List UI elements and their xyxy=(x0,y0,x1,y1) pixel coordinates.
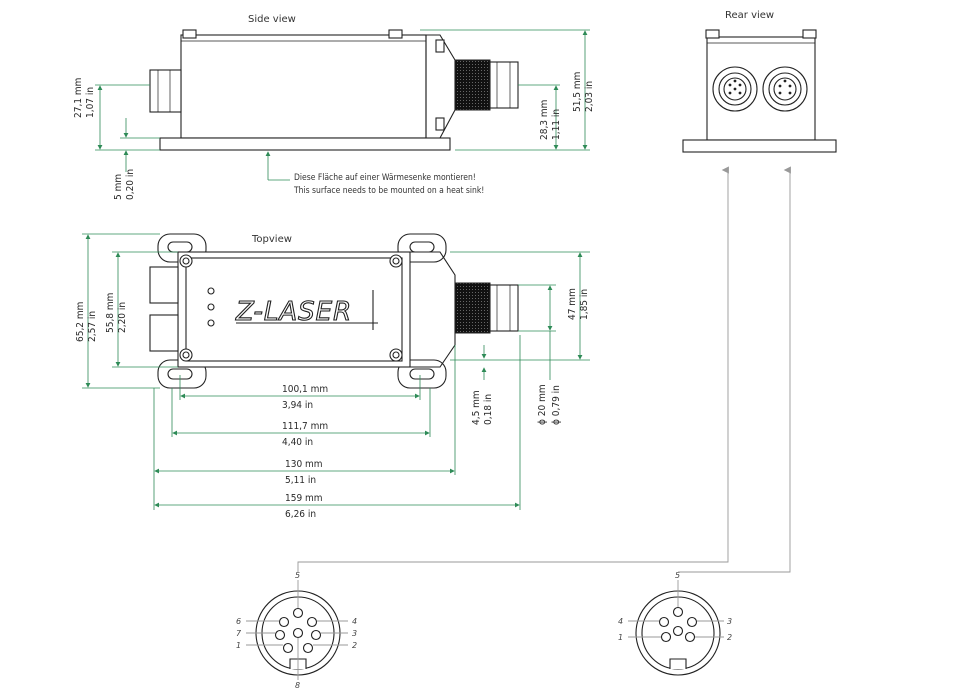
pin8-label-7: 7 xyxy=(236,629,242,638)
pin5-label-1: 1 xyxy=(618,633,623,642)
dim-0-20-in: 0,20 in xyxy=(125,169,136,200)
dim-159-mm: 159 mm xyxy=(285,493,323,504)
rear-view: Rear view xyxy=(682,10,837,153)
dim-55-8-mm: 55,8 mm xyxy=(105,293,116,333)
pin8-label-8: 8 xyxy=(295,681,300,689)
connector-leaders xyxy=(297,166,791,573)
pin8-label-6: 6 xyxy=(236,617,241,626)
side-view-label: Side view xyxy=(248,14,296,25)
led-1 xyxy=(207,287,215,295)
dim-27-1-mm: 27,1 mm xyxy=(73,78,84,118)
side-knurled-connector xyxy=(454,59,491,111)
top-left-connector-1 xyxy=(149,266,179,304)
pin8-label-4: 4 xyxy=(352,617,357,626)
dim-2-57-in: 2,57 in xyxy=(87,311,98,342)
heat-sink-note-en: This surface needs to be mounted on a he… xyxy=(293,186,484,196)
connector-8pin-detail: 6 7 1 4 3 2 5 8 xyxy=(236,571,357,689)
dim-47-mm: 47 mm xyxy=(567,288,578,320)
connector-5pin-detail: 4 1 3 2 5 xyxy=(618,571,732,676)
pin8-label-5: 5 xyxy=(295,571,300,580)
side-base-flange xyxy=(159,137,451,151)
dim-130-mm: 130 mm xyxy=(285,459,323,470)
dim-dia-20-mm: ϕ 20 mm xyxy=(537,384,548,425)
dim-28-3-mm: 28,3 mm xyxy=(539,100,550,140)
top-left-connector-2 xyxy=(149,314,179,352)
side-view: Side view 27,1 mm 1,07 in 5 mm 0,20 in xyxy=(73,14,595,200)
pin5-label-3: 3 xyxy=(727,617,732,626)
dim-2-20-in: 2,20 in xyxy=(117,302,128,333)
dim-111-7-mm: 111,7 mm xyxy=(282,421,328,432)
top-housing xyxy=(177,251,411,368)
rear-base-flange xyxy=(682,139,837,153)
dim-5-mm: 5 mm xyxy=(113,174,124,200)
pin5-label-2: 2 xyxy=(727,633,732,642)
dim-51-5-mm: 51,5 mm xyxy=(572,72,583,112)
dim-2-03-in: 2,03 in xyxy=(584,81,595,112)
rear-view-label: Rear view xyxy=(725,10,774,21)
pin8-label-1: 1 xyxy=(236,641,241,650)
dim-0-18-in: 0,18 in xyxy=(483,394,494,425)
pin8-label-3: 3 xyxy=(352,629,357,638)
dim-4-5-mm: 4,5 mm xyxy=(471,390,482,425)
dim-5-11-in: 5,11 in xyxy=(285,475,316,486)
dim-3-94-in: 3,94 in xyxy=(282,400,313,411)
connector-5pin-key xyxy=(669,658,687,669)
dim-1-07-in: 1,07 in xyxy=(85,87,96,118)
side-left-connector xyxy=(149,69,182,113)
rear-connector-8pin xyxy=(712,66,758,112)
top-knurled-connector xyxy=(454,282,491,334)
dim-65-2-mm: 65,2 mm xyxy=(75,302,86,342)
led-3 xyxy=(207,319,215,327)
brand-logo-text: Z-LASER xyxy=(235,297,352,327)
heat-sink-note-de: Diese Fläche auf einer Wärmesenke montie… xyxy=(294,173,476,183)
dim-1-85-in: 1,85 in xyxy=(579,289,590,320)
pin5-label-5: 5 xyxy=(675,571,680,580)
dim-4-40-in: 4,40 in xyxy=(282,437,313,448)
dim-1-11-in: 1,11 in xyxy=(551,109,562,140)
led-2 xyxy=(207,303,215,311)
top-view: Topview Z-LASER xyxy=(75,233,590,520)
dim-100-1-mm: 100,1 mm xyxy=(282,384,328,395)
top-right-bracket xyxy=(410,251,456,368)
side-housing xyxy=(180,34,427,139)
dim-6-26-in: 6,26 in xyxy=(285,509,316,520)
rear-connector-5pin xyxy=(762,66,808,112)
pin5-label-4: 4 xyxy=(618,617,623,626)
rear-housing xyxy=(706,36,816,141)
dim-dia-0-79-in: ϕ 0,79 in xyxy=(551,385,562,425)
pin8-label-2: 2 xyxy=(352,641,357,650)
top-view-label: Topview xyxy=(251,234,292,245)
